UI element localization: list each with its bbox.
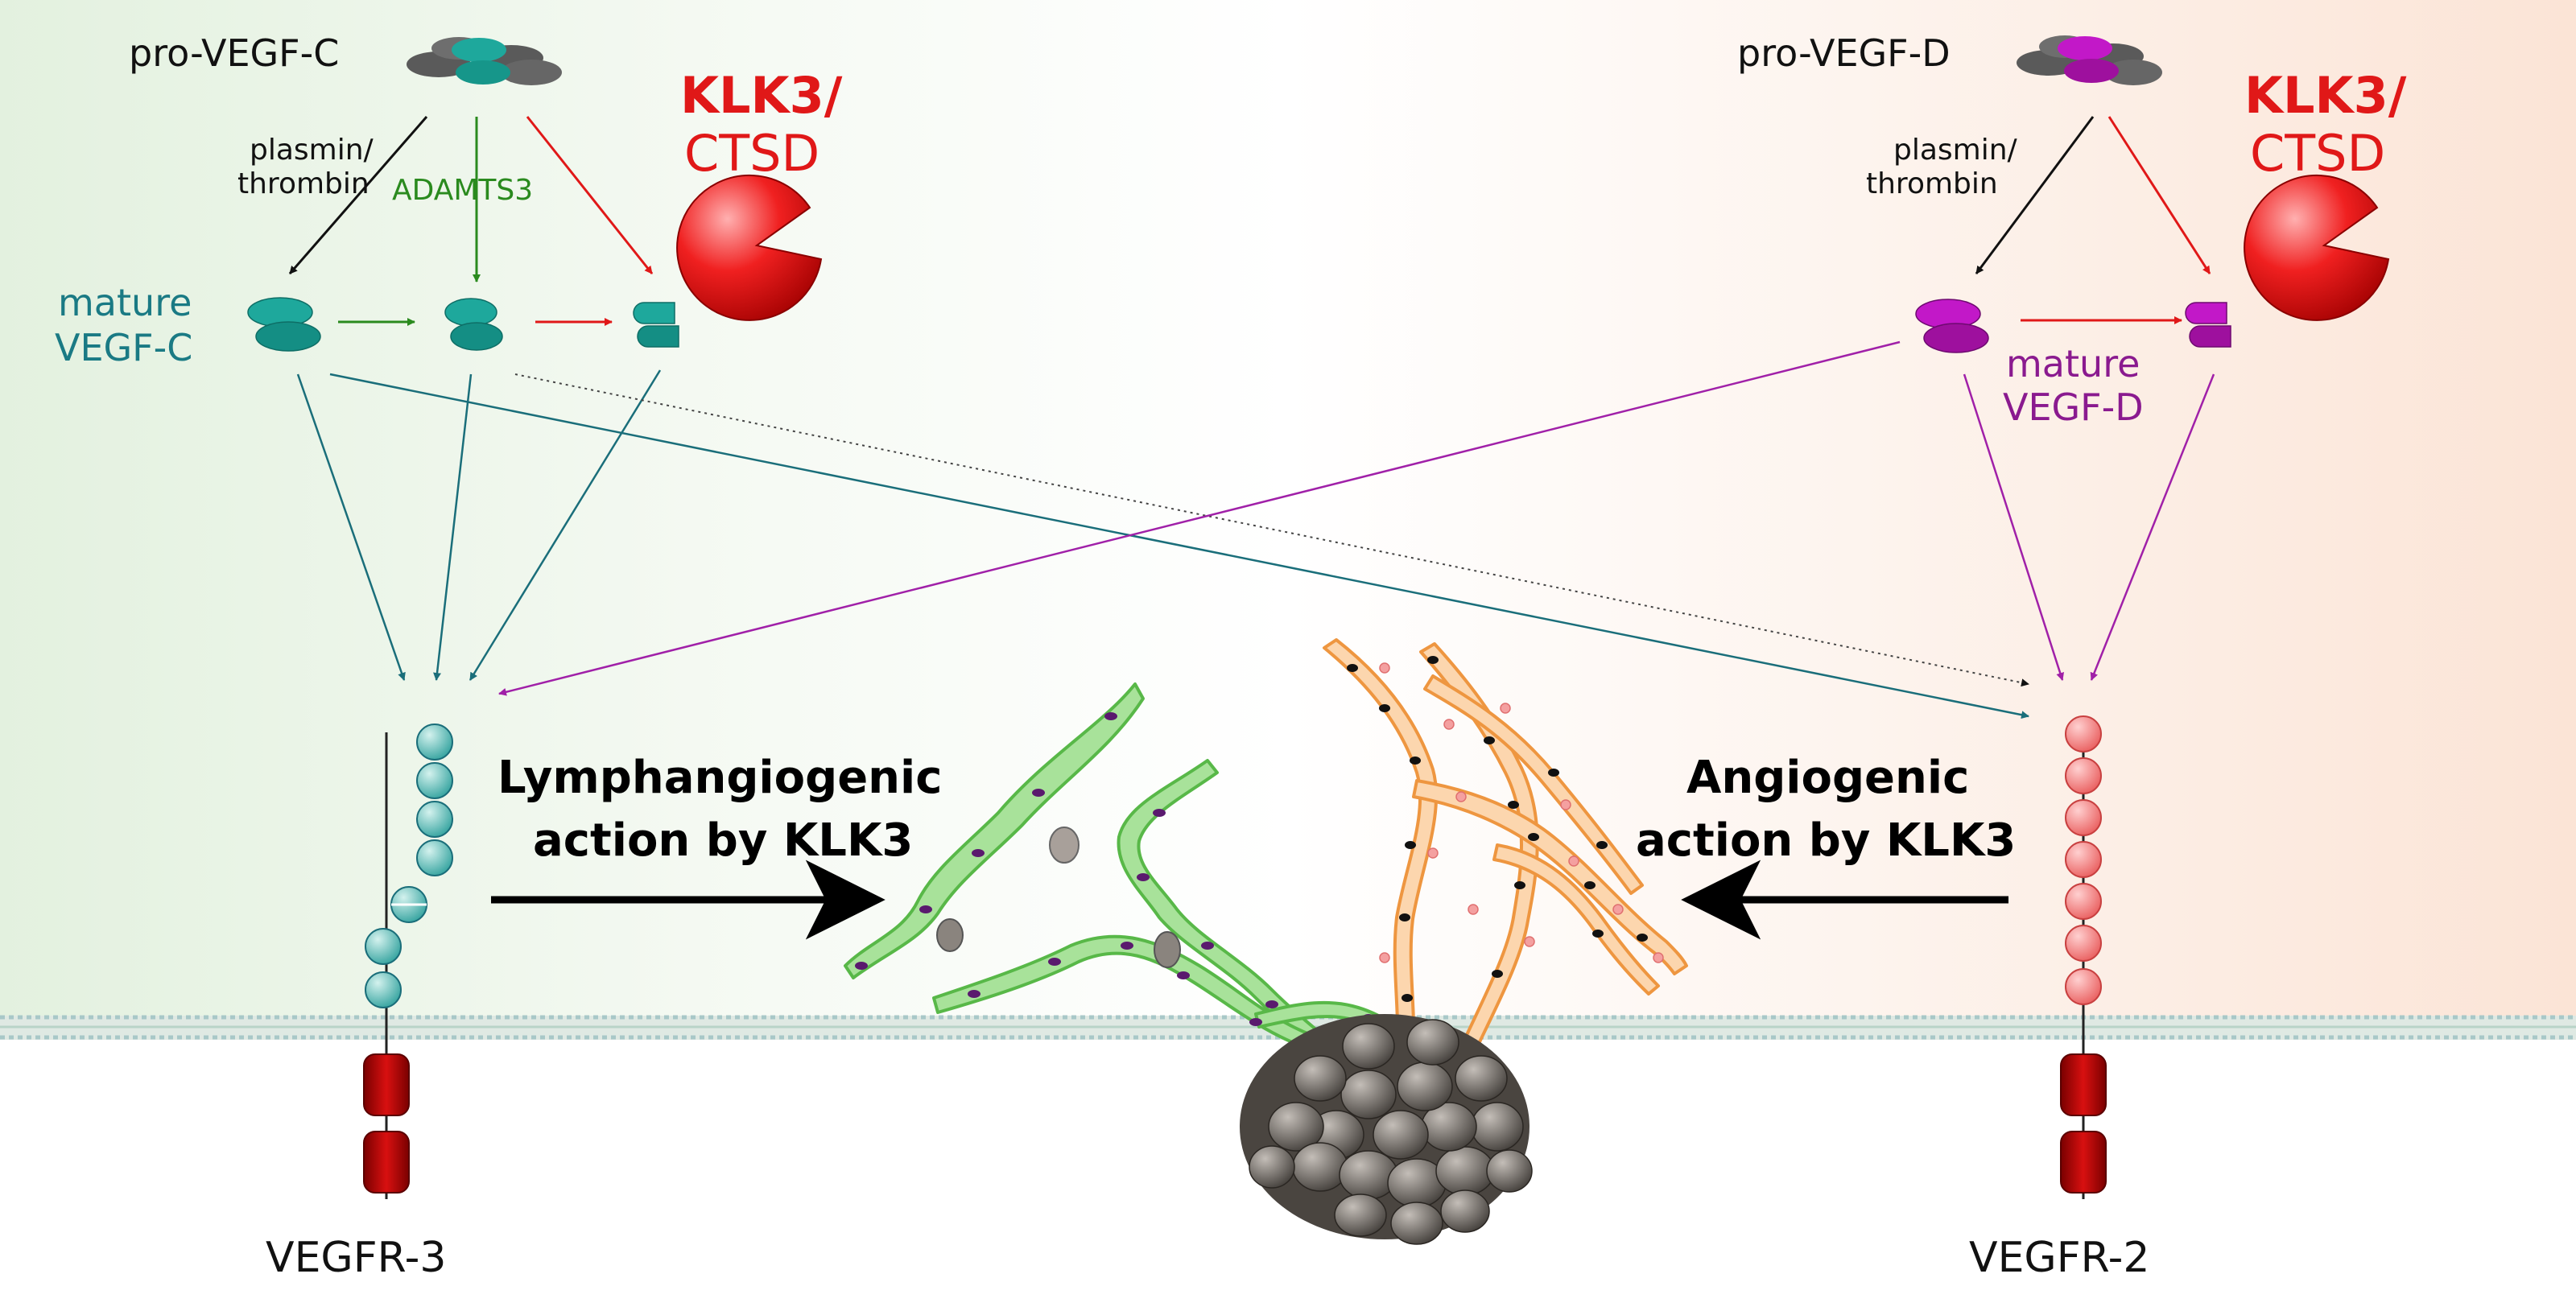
adamts3-label: ADAMTS3: [392, 174, 533, 207]
arrow-vegfc-to-r3-a: [296, 373, 406, 681]
angiogenic-label-1: Angiogenic: [1686, 752, 1969, 804]
pro-vegf-d-label: pro-VEGF-D: [1737, 31, 1951, 75]
arrow-plasmin-left: [288, 116, 428, 274]
arrow-vegfd-to-r2-a: [1963, 373, 2065, 681]
arrow-vegfc-to-r2: [329, 373, 2029, 719]
plasmin-label-right-1: plasmin/: [1893, 134, 2018, 167]
mature-vegf-c-molecule: [247, 297, 321, 352]
plasmin-label-right-2: thrombin: [1866, 167, 1998, 200]
mature-vegf-c-label-1: mature: [58, 281, 192, 324]
adamts3-processed-vegf-c: [444, 298, 503, 351]
ctsd-label-right: CTSD: [2250, 124, 2385, 183]
arrow-vegfc-to-r3-b: [433, 373, 473, 681]
klk3-processed-vegf-d: [2185, 302, 2231, 348]
blood-nuclei: [1347, 656, 1648, 1090]
pro-vegf-d-molecule: [2017, 35, 2162, 85]
mature-vegf-d-label-2: VEGF-D: [2003, 385, 2144, 429]
plasmin-label-left-2: thrombin: [237, 167, 369, 200]
arrow-vegfc-to-r3-c: [469, 369, 662, 681]
vegfr-3-receptor: [363, 724, 453, 1199]
red-blood-cells: [1379, 662, 1664, 963]
arrow-klk3-right: [2107, 116, 2211, 274]
vegfr-2-label: VEGFR-2: [1969, 1234, 2150, 1282]
arrow-klk3-left: [526, 116, 654, 274]
angiogenic-label-2: action by KLK3: [1636, 814, 2016, 867]
pro-vegf-c-label: pro-VEGF-C: [129, 31, 339, 75]
lymphangiogenic-label-2: action by KLK3: [533, 814, 913, 867]
free-cell: [1049, 827, 1080, 864]
arrow-vegfd-to-r3: [498, 340, 1901, 696]
pro-vegf-c-molecule: [407, 37, 562, 85]
free-cell: [1154, 931, 1181, 968]
arrow-vegfd-to-r2-b: [2090, 373, 2215, 681]
klk3-label-left: KLK3/: [680, 66, 843, 125]
arrow-plasmin-right: [1975, 116, 2095, 274]
klk3-processed-vegf-c: [633, 302, 679, 348]
vegfr-3-label: VEGFR-3: [266, 1234, 447, 1282]
plasmin-label-left-1: plasmin/: [250, 134, 374, 167]
lymphangiogenic-label-1: Lymphangiogenic: [497, 752, 942, 804]
klk3-label-right: KLK3/: [2244, 66, 2407, 125]
free-cell: [936, 918, 964, 952]
protease-pacman-right: [2244, 174, 2390, 321]
tumor: [1240, 1014, 1533, 1245]
mature-vegf-d-molecule: [1915, 299, 1989, 353]
vegfr-2-receptor: [2060, 715, 2107, 1199]
mature-vegf-d-label-1: mature: [2006, 342, 2140, 385]
mature-vegf-c-label-2: VEGF-C: [55, 326, 192, 369]
ctsd-label-left: CTSD: [684, 124, 819, 183]
protease-pacman-left: [676, 174, 823, 321]
